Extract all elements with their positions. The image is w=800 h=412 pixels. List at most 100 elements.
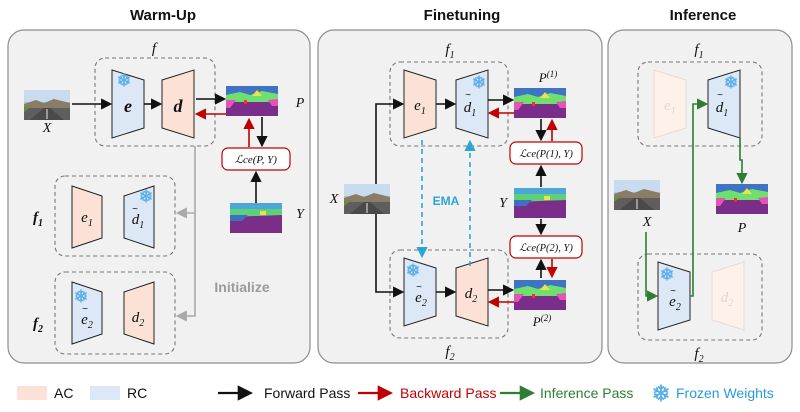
legend-ac-swatch (17, 386, 47, 400)
e1-label-inf: e (664, 98, 671, 114)
svg-text:d2: d2 (721, 290, 734, 309)
label-y-warmup: Y (296, 207, 306, 222)
svg-text:d2: d2 (132, 310, 145, 329)
d2-label-inf: d (721, 290, 729, 306)
loss-box-p2 (509, 235, 583, 259)
decoder-d1-ft (455, 69, 489, 139)
prediction-p (226, 86, 278, 116)
svg-text:f1: f1 (445, 42, 454, 61)
d1-label-warmup: d (132, 212, 140, 228)
legend: AC RC Forward Pass Backward Pass Inferen… (17, 384, 774, 402)
snowflake-icon (653, 384, 669, 402)
legend-inference: Inference Pass (540, 385, 633, 401)
d2-label-ft: d (465, 286, 473, 302)
e2-sub-warmup: 2 (88, 320, 93, 331)
e2-label-ft: e (415, 290, 422, 306)
svg-text:~: ~ (465, 90, 471, 101)
svg-text:f2: f2 (445, 344, 454, 363)
encoder-e2-ft (403, 257, 437, 327)
svg-text:P(2): P(2) (532, 313, 551, 329)
svg-text:d2: d2 (465, 286, 478, 305)
svg-text:d1: d1 (716, 100, 729, 119)
title-warmup: Warm-Up (130, 7, 196, 24)
label-x-ft: X (329, 192, 339, 207)
e2-label-inf: e (669, 294, 676, 310)
model-f-box (94, 57, 216, 147)
legend-backward: Backward Pass (400, 385, 496, 401)
model-f1-box-inf (637, 61, 763, 147)
decoder-d2-warmup (123, 281, 155, 345)
d1-sub-ft: 1 (471, 108, 476, 119)
f2-label-warmup: f (33, 316, 40, 332)
inference-panel: f1 e1 d1 ~ f2 e2 ~ d2 X P (607, 29, 793, 365)
f2-sub-warmup: 2 (37, 324, 43, 335)
svg-text:P(1): P(1) (538, 69, 557, 85)
ground-truth-y-ft (514, 188, 566, 218)
p1-label: P (538, 70, 547, 85)
p1-sup: (1) (547, 69, 558, 79)
svg-text:f1: f1 (694, 42, 703, 61)
svg-text:e1: e1 (664, 98, 676, 117)
svg-text:e2: e2 (415, 290, 427, 309)
warmup-panel: f e d X P ℒce(P, Y) Y f1 e1 d1 (7, 29, 311, 364)
input-image-x (23, 89, 71, 121)
f2-sub-ft: 2 (450, 352, 455, 363)
f2-label-ft: f (445, 344, 451, 360)
svg-text:e1: e1 (81, 210, 93, 229)
decoder-d (161, 69, 195, 139)
label-x-inf: X (642, 215, 652, 230)
d2-sub-warmup: 2 (139, 318, 144, 329)
label-x: X (42, 121, 52, 136)
encoder-e-label: e (124, 96, 132, 116)
prediction-p2 (514, 280, 566, 310)
label-p: P (295, 96, 305, 111)
e1-label-warmup: e (81, 210, 88, 226)
d1-label-inf: d (716, 100, 724, 116)
f1-label-warmup: f (33, 210, 40, 226)
model-f1-box-warmup (54, 175, 176, 257)
svg-text:e1: e1 (414, 98, 426, 117)
model-f2-box-warmup (54, 271, 176, 355)
encoder-e1-inf (653, 69, 687, 139)
loss-p2-text: ℒce(P(2), Y) (519, 243, 573, 254)
d1-sub-warmup: 1 (139, 220, 144, 231)
e2-label-warmup: e (81, 312, 88, 328)
loss-warmup-text: ℒce(P, Y) (235, 154, 277, 166)
encoder-e2-inf (657, 261, 691, 331)
label-y-ft: Y (499, 196, 509, 211)
e1-label-ft: e (414, 98, 421, 114)
e1-sub-ft: 1 (421, 106, 426, 117)
ground-truth-y (230, 203, 282, 233)
encoder-e1-warmup (71, 185, 103, 249)
svg-text:e2: e2 (81, 312, 93, 331)
input-image-x-ft (343, 183, 391, 215)
svg-text:~: ~ (416, 282, 422, 293)
initialize-label: Initialize (214, 279, 269, 295)
legend-rc: RC (127, 385, 147, 401)
e1-sub-inf: 1 (671, 106, 676, 117)
svg-text:d1: d1 (132, 212, 145, 231)
label-p-inf: P (737, 221, 747, 236)
d1-sub-inf: 1 (723, 108, 728, 119)
p2-sup: (2) (541, 313, 552, 323)
decoder-d2-inf (711, 261, 745, 331)
f1-label-ft: f (445, 42, 451, 58)
f1-label-inf: f (694, 42, 700, 58)
svg-text:~: ~ (132, 204, 138, 215)
svg-text:f2: f2 (33, 316, 43, 335)
svg-text:~: ~ (670, 286, 676, 297)
f1-sub-inf: 1 (699, 50, 704, 61)
f1-sub-ft: 1 (450, 50, 455, 61)
e1-sub-warmup: 1 (88, 218, 93, 229)
model-f-label: f (152, 41, 158, 57)
d2-sub-inf: 2 (728, 298, 733, 309)
finetuning-panel: f1 e1 d1 ~ f2 e2 ~ d2 EMA X P(1) (317, 29, 603, 364)
e2-sub-inf: 2 (676, 302, 681, 313)
e2-sub-ft: 2 (422, 298, 427, 309)
decoder-d2-ft (455, 257, 489, 327)
legend-frozen: Frozen Weights (676, 385, 774, 401)
svg-text:~: ~ (82, 304, 88, 315)
input-image-x-inf (613, 179, 661, 211)
prediction-p1 (514, 88, 566, 118)
f1-sub-warmup: 1 (38, 218, 43, 229)
